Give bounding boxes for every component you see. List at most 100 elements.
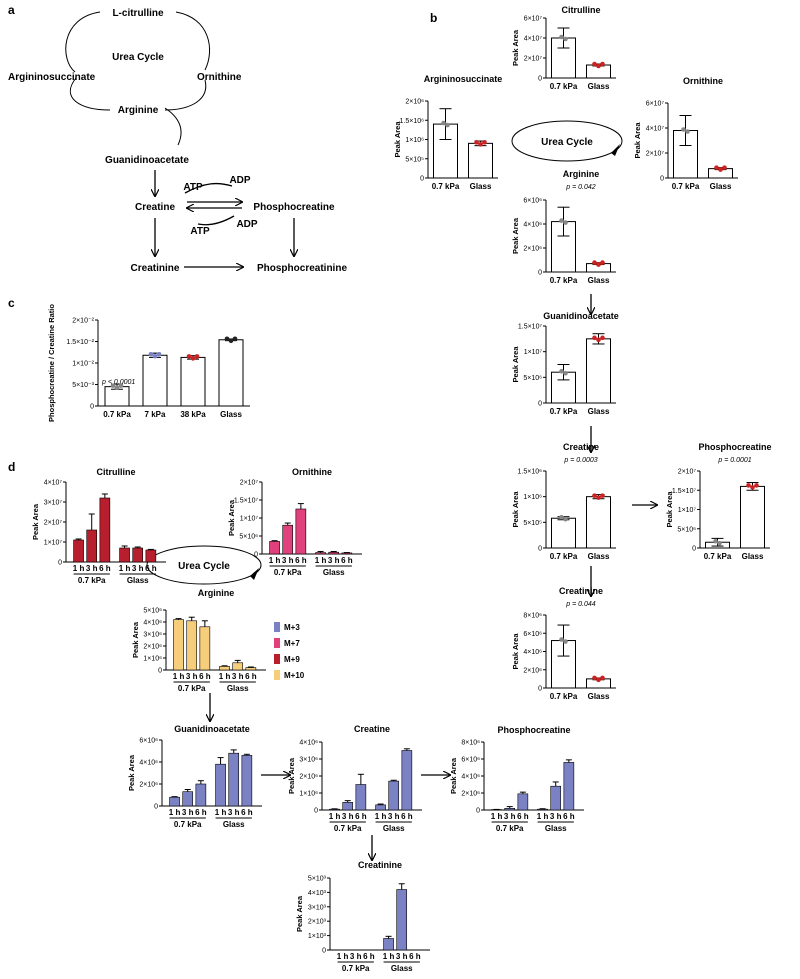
data-point [563, 639, 568, 644]
y-tick-label: 0 [254, 552, 258, 559]
y-tick-label: 4×10⁶ [523, 649, 542, 656]
y-tick-label: 5×10⁶ [677, 526, 696, 533]
legend-swatch [274, 638, 280, 648]
y-tick-label: 0 [154, 804, 158, 811]
cycle-label-d: Urea Cycle [178, 561, 230, 572]
node-creatine: Creatine [135, 202, 175, 213]
time-label: 1 h [119, 564, 131, 573]
data-point [114, 385, 120, 390]
data-point [559, 218, 564, 223]
y-tick-label: 1×10⁶ [143, 656, 162, 663]
time-label: 1 h [375, 812, 387, 821]
data-point [592, 675, 597, 681]
chart-title: Guanidinoacetate [543, 311, 619, 321]
y-tick-label: 1×10³ [308, 933, 327, 940]
y-tick-label: 1×10⁷ [524, 349, 543, 356]
chart-title: Argininosuccinate [424, 74, 503, 84]
chart-title: Creatine [563, 442, 599, 452]
arc-adp-atp-bottom [197, 215, 235, 226]
pathway-diagram: L-citrulline Urea Cycle Argininosuccinat… [8, 8, 347, 274]
bar [173, 619, 184, 671]
group-label: Glass [545, 824, 567, 833]
y-tick-label: 0 [538, 76, 542, 83]
data-point [754, 483, 759, 488]
time-label: 1 h [169, 808, 181, 817]
data-point [596, 495, 601, 500]
legend-d: M+3M+7M+9M+10 [274, 622, 305, 680]
node-phosphocreatine: Phosphocreatine [253, 202, 335, 213]
data-point [478, 142, 483, 147]
chart-b-argininosuccinate: 05×10⁵1×10⁶1.5×10⁶2×10⁶Argininosuccinate… [393, 74, 502, 191]
time-label: 1 h [219, 672, 231, 681]
group-label: Glass [391, 964, 413, 973]
group-label: Glass [383, 824, 405, 833]
panel-label-d: d [8, 460, 15, 474]
data-point [714, 165, 719, 170]
data-point [563, 220, 568, 225]
cycle-arrowhead-b [611, 144, 620, 156]
y-tick-label: 3×10⁶ [143, 632, 162, 639]
time-label: 6 h [99, 564, 111, 573]
category-label: Glass [588, 552, 610, 561]
p-value: p = 0.044 [565, 601, 595, 608]
data-point [232, 336, 238, 342]
bar [228, 752, 240, 807]
y-tick-label: 2×10⁶ [405, 99, 424, 106]
data-point [228, 338, 234, 344]
bar [232, 662, 244, 671]
y-axis-label: Peak Area [633, 122, 642, 159]
data-point [713, 538, 718, 544]
y-tick-label: 2×10³ [308, 919, 327, 926]
bar [219, 666, 230, 671]
category-label: 0.7 kPa [550, 407, 578, 416]
bar [341, 552, 353, 555]
category-label: Glass [588, 276, 610, 285]
data-point [110, 383, 116, 388]
group-label: Glass [223, 820, 245, 829]
time-label: 3 h [186, 672, 198, 681]
data-point [596, 63, 601, 69]
bar [215, 763, 226, 807]
arc-atp-adp-top [184, 182, 233, 194]
data-point [717, 540, 722, 546]
data-point [600, 61, 605, 67]
y-tick-label: 0 [322, 948, 326, 955]
y-tick-label: 0 [538, 546, 542, 553]
y-tick-label: 2×10⁷ [524, 56, 543, 63]
bar [86, 529, 98, 563]
y-tick-label: 2×10⁶ [139, 782, 158, 789]
legend-label: M+3 [284, 623, 300, 632]
time-label: 1 h [491, 812, 503, 821]
bar [269, 541, 280, 555]
data-point [186, 354, 192, 359]
y-tick-label: 2×10⁶ [523, 667, 542, 674]
chart-title: Arginine [563, 169, 600, 179]
time-label: 3 h [282, 556, 294, 565]
y-tick-label: 4×10⁶ [143, 620, 162, 627]
time-label: 3 h [350, 952, 362, 961]
time-label: 3 h [328, 556, 340, 565]
data-point [559, 368, 564, 374]
y-tick-label: 2×10⁻² [72, 318, 94, 325]
bar [119, 547, 130, 563]
time-label: 1 h [269, 556, 281, 565]
bar [388, 780, 400, 811]
y-tick-label: 5×10⁶ [239, 534, 258, 541]
y-tick-label: 2×10⁶ [523, 246, 542, 253]
time-label: 3 h [228, 808, 240, 817]
bar [342, 802, 354, 811]
y-tick-label: 5×10³ [308, 876, 327, 883]
node-guanidinoacetate: Guanidinoacetate [105, 155, 189, 166]
data-point [596, 262, 601, 267]
bar [740, 485, 765, 549]
y-axis-label: Peak Area [511, 346, 520, 383]
data-point [190, 356, 196, 361]
group-label: 0.7 kPa [342, 964, 370, 973]
time-label: 6 h [145, 564, 157, 573]
y-tick-label: 6×10⁶ [461, 757, 480, 764]
y-axis-label: Peak Area [511, 29, 520, 66]
